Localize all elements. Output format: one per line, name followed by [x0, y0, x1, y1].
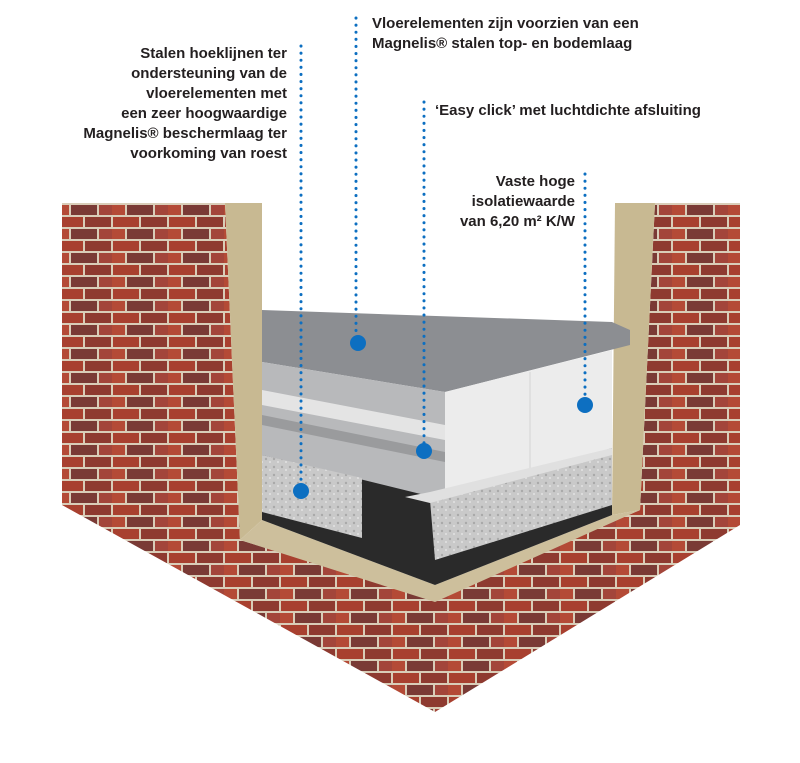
marker-dot-floor-elements [350, 335, 366, 351]
panel-top-surface [262, 310, 630, 392]
marker-dot-steel-angles [293, 483, 309, 499]
annotation-line: Vaste hoge [495, 173, 575, 190]
panel-side [262, 362, 445, 500]
steel-angle-right-top [405, 448, 612, 503]
annotation-steel-angles: Stalen hoeklijnen ter ondersteuning van … [83, 44, 287, 164]
annotation-line: Stalen hoeklijnen ter [140, 45, 287, 62]
annotation-easy-click: ‘Easy click’ met luchtdichte afsluiting [435, 101, 701, 121]
steel-angle-left [262, 455, 362, 538]
marker-dot-insulation [577, 397, 593, 413]
annotation-floor-elements: Vloerelementen zijn voorzien van een Mag… [372, 14, 639, 54]
wall-insulation-right [612, 203, 655, 515]
annotation-line: isolatiewaarde [471, 193, 575, 210]
annotation-line: een zeer hoogwaardige [121, 105, 287, 122]
panel-insulation-face [445, 350, 612, 500]
wall-insulation-left [225, 203, 262, 540]
annotation-line: voorkoming van roest [130, 145, 287, 162]
click-profile [262, 390, 445, 440]
annotation-line: van 6,20 m² K/W [459, 213, 575, 230]
annotation-line: ‘Easy click’ met luchtdichte afsluiting [435, 102, 701, 119]
annotation-line: Vloerelementen zijn voorzien van een [372, 15, 639, 32]
annotation-line: ondersteuning van de [131, 65, 287, 82]
brick-wall [62, 203, 740, 712]
annotation-insulation-value: Vaste hoge isolatiewaarde van 6,20 m² K/… [460, 172, 575, 232]
click-profile-lower [262, 415, 445, 462]
annotation-line: Magnelis® beschermlaag ter [83, 125, 287, 142]
marker-dot-easy-click [416, 443, 432, 459]
wall-top-strip [240, 510, 640, 602]
annotation-line: vloerelementen met [146, 85, 287, 102]
steel-angle-right [430, 452, 612, 560]
annotation-line: Magnelis® stalen top- en bodemlaag [372, 35, 633, 52]
leader-lines [299, 16, 587, 490]
